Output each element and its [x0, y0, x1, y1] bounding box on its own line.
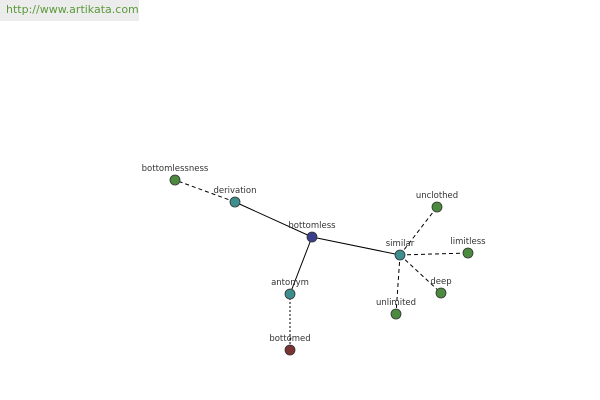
node-circle-bottomed[interactable]	[284, 344, 296, 356]
node-label-deep: deep	[430, 277, 451, 287]
node-circle-similar[interactable]	[394, 249, 406, 261]
nodes-layer: bottomless derivation bottomlessness simila…	[142, 164, 486, 356]
node-circle-bottomlessness[interactable]	[169, 174, 181, 186]
node-label-derivation: derivation	[213, 186, 256, 196]
node-unlimited[interactable]: unlimited	[376, 298, 416, 320]
node-derivation[interactable]: derivation	[213, 186, 257, 208]
node-circle-unclothed[interactable]	[431, 201, 443, 213]
edge-similar-limitless	[399, 252, 469, 256]
node-circle-antonym[interactable]	[284, 288, 296, 300]
node-unclothed[interactable]: unclothed	[416, 191, 458, 213]
node-bottomed[interactable]: bottomed	[269, 334, 311, 356]
node-label-similar: similar	[386, 239, 415, 249]
node-circle-deep[interactable]	[435, 287, 447, 299]
node-label-bottomless: bottomless	[288, 221, 336, 231]
node-label-unclothed: unclothed	[416, 191, 458, 201]
node-circle-unlimited[interactable]	[390, 308, 402, 320]
node-deep[interactable]: deep	[430, 277, 452, 299]
node-circle-limitless[interactable]	[462, 247, 474, 259]
node-bottomless[interactable]: bottomless	[288, 221, 336, 243]
node-label-bottomlessness: bottomlessness	[142, 164, 209, 174]
node-label-limitless: limitless	[450, 237, 486, 247]
site-url-banner: http://www.artikata.com	[0, 0, 139, 21]
node-antonym[interactable]: antonym	[271, 278, 309, 300]
edge-bottomless-similar	[311, 236, 401, 256]
node-circle-bottomless[interactable]	[306, 231, 318, 243]
node-similar[interactable]: similar	[386, 239, 415, 261]
edge-similar-unlimited	[395, 254, 401, 315]
site-url-link[interactable]: http://www.artikata.com	[6, 3, 139, 16]
edge-derivation-bottomlessness	[174, 179, 236, 203]
edge-similar-unclothed	[399, 206, 438, 256]
edge-bottomless-derivation	[234, 201, 313, 238]
node-label-antonym: antonym	[271, 278, 309, 288]
node-bottomlessness[interactable]: bottomlessness	[142, 164, 209, 186]
node-limitless[interactable]: limitless	[450, 237, 486, 259]
edge-bottomless-antonym	[289, 236, 313, 295]
node-circle-derivation[interactable]	[229, 196, 241, 208]
node-label-bottomed: bottomed	[269, 334, 310, 344]
edge-similar-deep	[399, 254, 442, 294]
edges-layer	[174, 179, 469, 350]
node-label-unlimited: unlimited	[376, 298, 416, 308]
